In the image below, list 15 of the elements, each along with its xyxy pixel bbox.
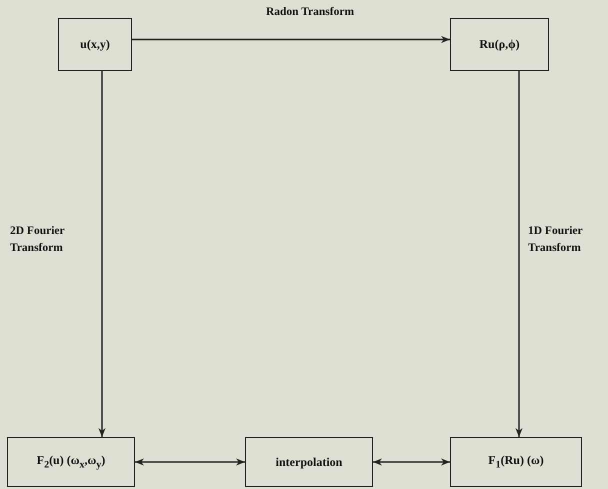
node-label: interpolation bbox=[276, 454, 342, 470]
arrow bbox=[132, 36, 450, 44]
process-box bbox=[450, 437, 582, 487]
arrow bbox=[373, 458, 450, 466]
process-box bbox=[245, 437, 373, 487]
node-label: F$_{1}$(Ru) (ω) bbox=[488, 453, 544, 471]
process-box bbox=[58, 18, 132, 71]
node-label: u(x,y) bbox=[80, 37, 110, 52]
node-label: F$_{2}$(u) (ω$_{x}$,ω$_{y}$) bbox=[36, 453, 106, 471]
arrow bbox=[135, 458, 245, 466]
arrow bbox=[515, 71, 523, 437]
process-box bbox=[450, 18, 549, 71]
node-label: Ru(ρ,ϕ) bbox=[479, 37, 520, 52]
arrow bbox=[98, 71, 106, 437]
process-box bbox=[7, 437, 135, 487]
